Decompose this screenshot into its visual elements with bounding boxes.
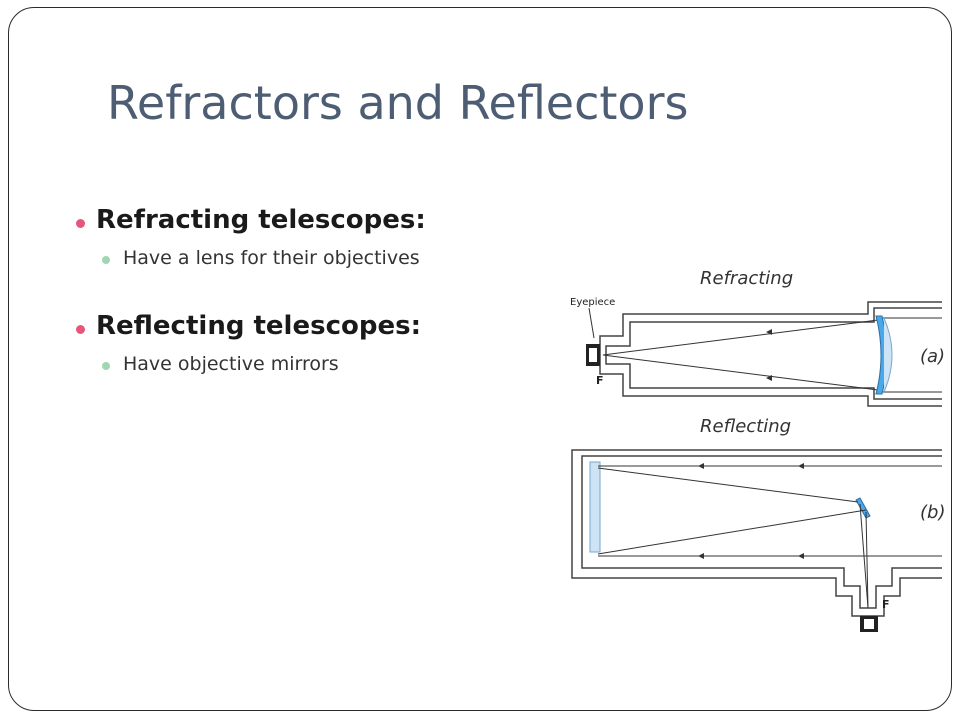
bullet-refracting-text: Refracting telescopes:	[96, 205, 426, 235]
reflector-arrows	[698, 463, 804, 559]
refracting-label: Refracting	[700, 268, 793, 289]
subbullet-dot-icon	[102, 362, 110, 370]
subbullet-refracting-text: Have a lens for their objectives	[123, 247, 420, 269]
reflector-rays	[597, 465, 942, 609]
subbullet-refracting: Have a lens for their objectives	[76, 247, 596, 269]
bullet-dot-icon	[76, 219, 85, 228]
subbullet-reflecting-text: Have objective mirrors	[123, 353, 339, 375]
bullet-list: Refracting telescopes: Have a lens for t…	[76, 205, 596, 375]
refractor-arrows	[766, 329, 772, 381]
panel-a-label: (a)	[920, 346, 944, 367]
eyepiece-pointer	[588, 307, 595, 339]
reflecting-label: Reflecting	[700, 416, 791, 437]
telescope-diagram: Refracting Eyepiece F (	[548, 256, 944, 660]
secondary-mirror-icon	[855, 497, 871, 519]
focus-label-a: F	[596, 374, 604, 387]
bullet-dot-icon	[76, 325, 85, 334]
eyepiece-icon	[586, 344, 600, 366]
slide-title: Refractors and Reflectors	[107, 76, 689, 130]
focus-label-b: F	[882, 598, 890, 611]
panel-b-label: (b)	[920, 502, 944, 523]
bullet-reflecting-text: Reflecting telescopes:	[96, 311, 421, 341]
subbullet-dot-icon	[102, 256, 110, 264]
subbullet-reflecting: Have objective mirrors	[76, 353, 596, 375]
reflector-tube	[571, 449, 942, 617]
bullet-reflecting: Reflecting telescopes:	[76, 311, 596, 341]
refractor-rays	[602, 317, 942, 393]
primary-mirror-icon	[589, 461, 601, 553]
objective-lens-icon	[875, 315, 893, 395]
eyepiece-b-icon	[860, 616, 878, 632]
bullet-refracting: Refracting telescopes:	[76, 205, 596, 235]
slide-frame	[8, 7, 952, 711]
eyepiece-label: Eyepiece	[570, 297, 615, 308]
